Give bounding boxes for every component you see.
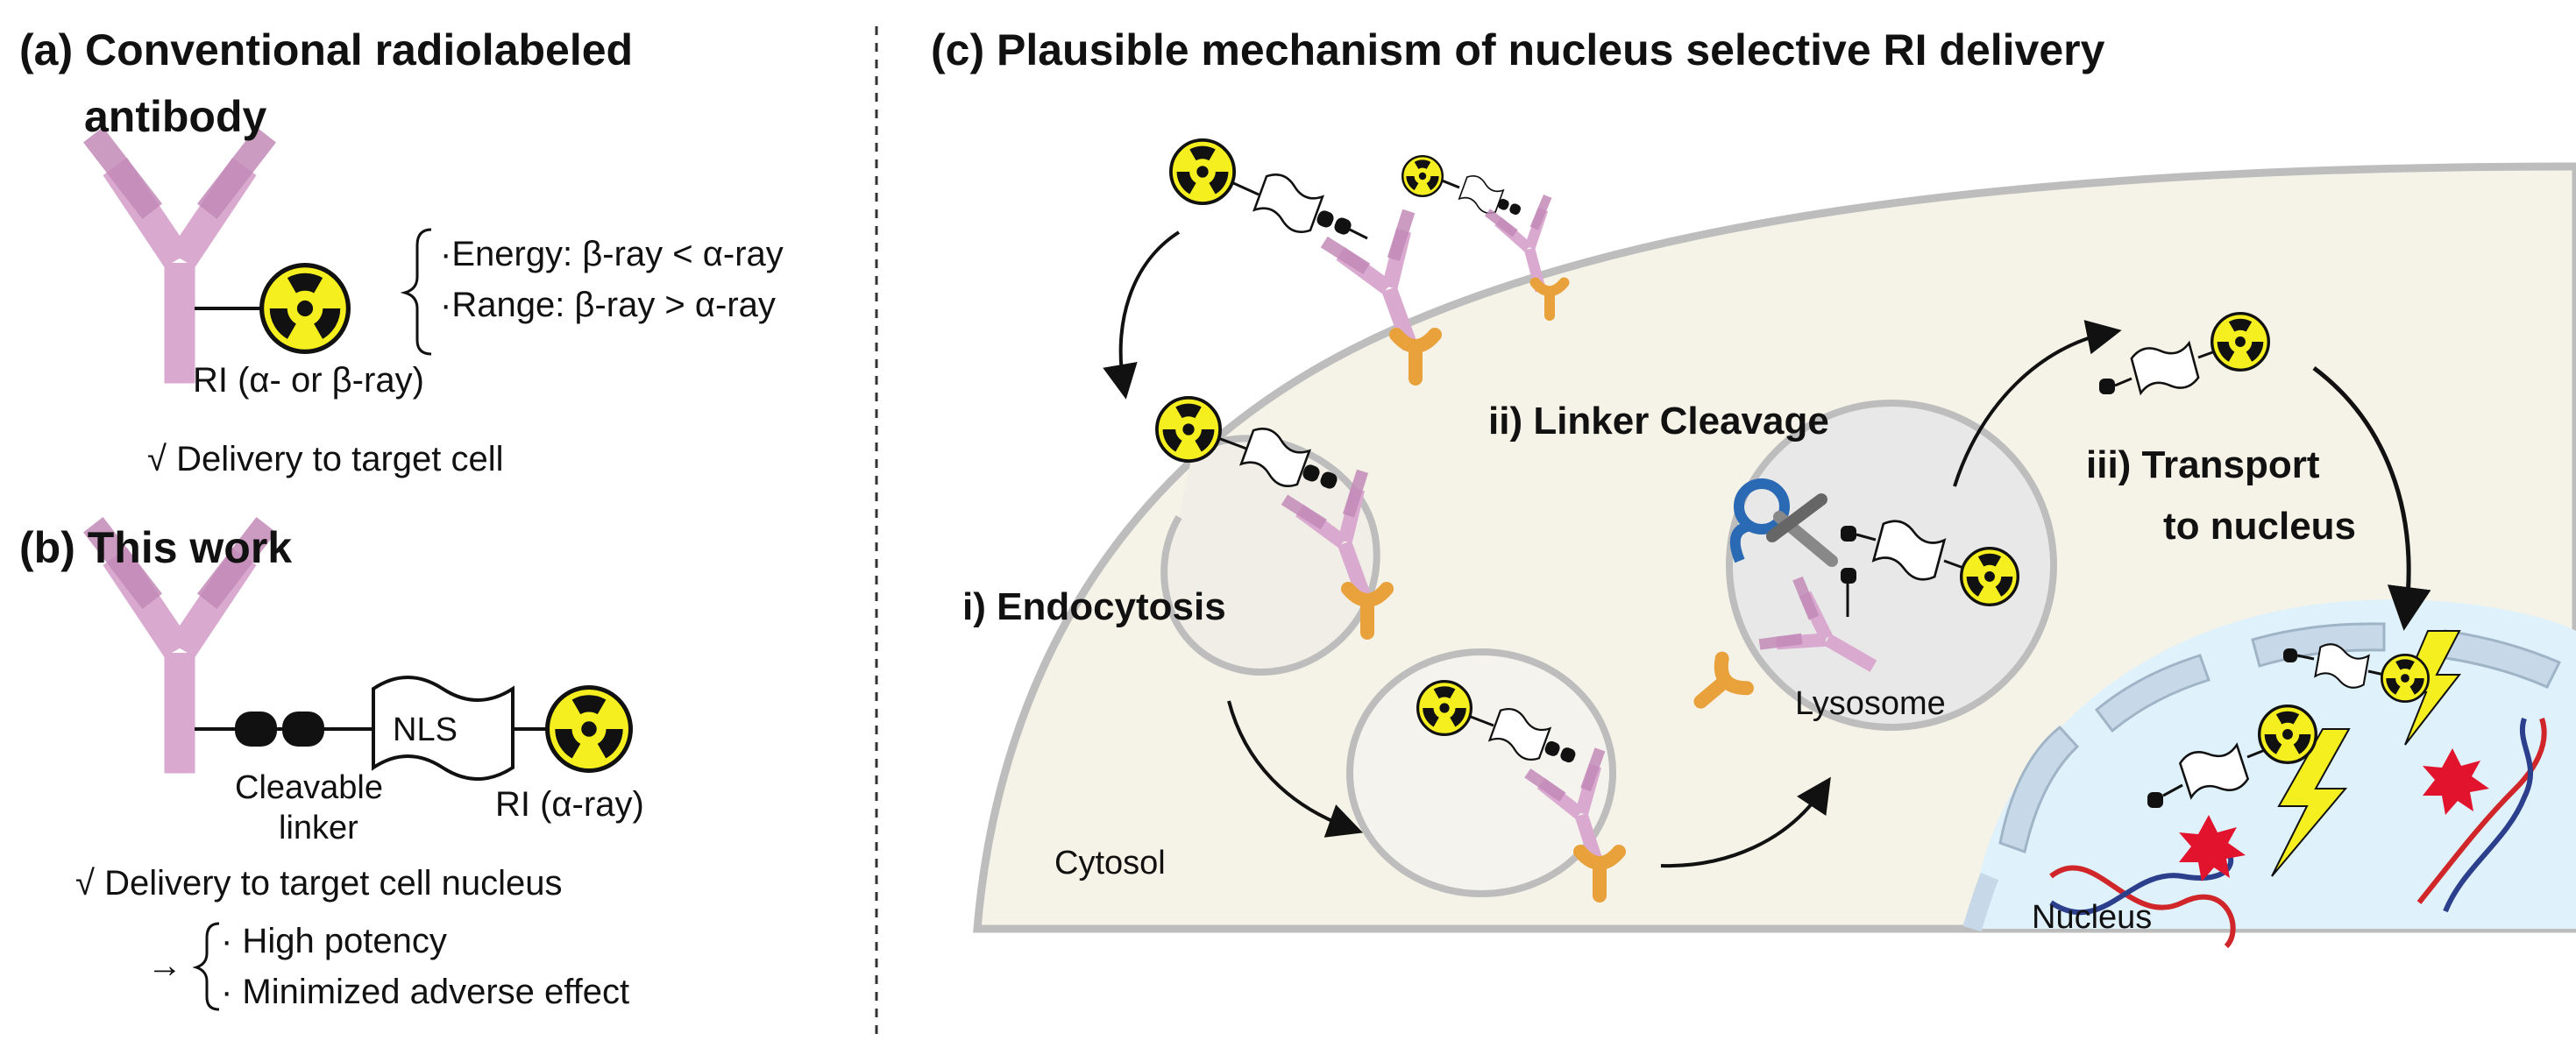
panel-a-range-property: ·Range: β-ray > α-ray <box>440 286 776 324</box>
step-linker-cleavage-label: ii) Linker Cleavage <box>1488 400 1829 443</box>
arrow-endocytosis <box>1103 230 1181 400</box>
panel-b-arrow: → <box>147 946 182 985</box>
panel-b-benefit-1: · High potency <box>221 922 447 960</box>
panel-b-linker-label-1: Cleavable <box>235 769 383 806</box>
endocytic-pocket <box>1160 435 1380 676</box>
panel-b-radiation-icon <box>548 688 631 771</box>
lysosome-label: Lysosome <box>1795 685 1946 722</box>
dna-damage-icon-1 <box>2179 815 2246 882</box>
cleaved-nls-ri <box>1841 516 2020 606</box>
step-endocytosis-label: i) Endocytosis <box>962 585 1226 628</box>
conjugate-outside-1 <box>1169 138 1458 379</box>
cytosol-label: Cytosol <box>1054 845 1166 882</box>
lightning-icon-1 <box>2271 728 2351 877</box>
endosome <box>1346 648 1616 897</box>
panel-a-radiation-icon <box>262 266 349 352</box>
scissors-icon <box>1729 478 1838 567</box>
panel-b-delivery: √ Delivery to target cell nucleus <box>75 864 563 903</box>
nuclear-nls-ri-1 <box>2283 641 2431 703</box>
panel-b-linker-label-2: linker <box>279 810 358 846</box>
panel-a-title-line-1: (a) Conventional radiolabeled <box>19 25 634 74</box>
step-transport-label-1: iii) Transport <box>2086 443 2320 486</box>
conjugate-endocytosis <box>1155 395 1409 633</box>
panel-b-nls-label: NLS <box>393 712 458 748</box>
released-nls-ri-1 <box>2099 312 2271 400</box>
panel-b-benefit-2: · Minimized adverse effect <box>221 973 630 1011</box>
conjugate-endosome <box>1416 679 1638 896</box>
cleaved-antibody <box>1688 568 1895 716</box>
arrow-to-endosome <box>1227 700 1364 838</box>
panel-a-energy-property: ·Energy: β-ray < α-ray <box>440 235 784 273</box>
panel-b-nls-box <box>372 676 514 781</box>
panel-a-ri-label: RI (α- or β-ray) <box>193 361 424 400</box>
panel-b-brace <box>192 922 220 1011</box>
panel-c-title: (c) Plausible mechanism of nucleus selec… <box>931 25 2105 74</box>
panel-a-title-line-2: antibody <box>84 92 267 141</box>
arrow-to-lysosome <box>1660 776 1831 868</box>
panel-a-delivery: √ Delivery to target cell <box>147 440 504 478</box>
panel-a-antibody <box>83 127 276 384</box>
arrow-transport-to-nucleus <box>2312 366 2431 631</box>
panel-b-ri-label: RI (α-ray) <box>495 785 644 824</box>
dna-strand-1 <box>2049 839 2236 949</box>
nucleus-label: Nucleus <box>2032 899 2153 936</box>
arrow-release <box>1953 320 2122 487</box>
panel-b-title: (b) This work <box>19 523 293 572</box>
panel-a-brace <box>400 228 432 356</box>
nuclear-nls-ri-2 <box>2147 705 2318 808</box>
step-transport-label-2: to nucleus <box>2163 505 2357 548</box>
dna-strand-2 <box>2416 718 2547 913</box>
dna-damage-icon-2 <box>2423 748 2489 815</box>
panel-b-linker-icon <box>235 712 324 747</box>
conjugate-outside-2 <box>1401 154 1575 315</box>
